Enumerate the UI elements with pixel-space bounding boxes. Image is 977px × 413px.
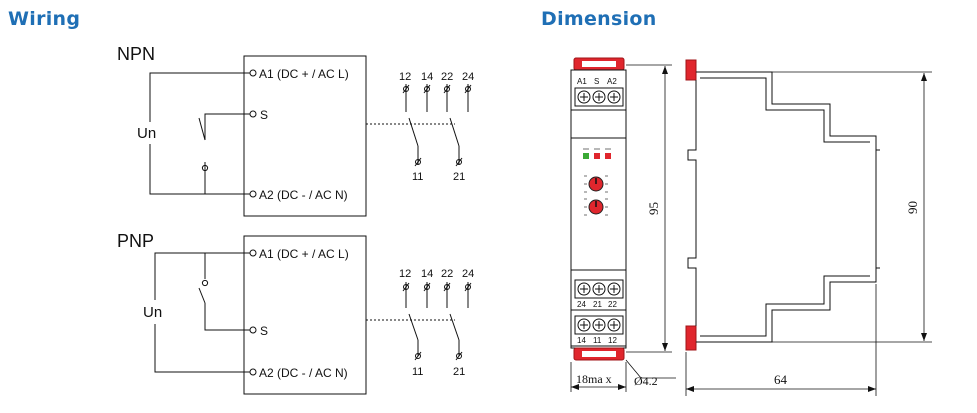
front-led-r2 (605, 153, 611, 159)
pnp-contact-label-24: 24 (462, 268, 474, 280)
npn-wiring-diagram: NPN Un A1 (DC + / AC L) S A2 (DC - / AC … (117, 44, 474, 217)
pnp-contact-blade-2 (449, 313, 460, 341)
npn-contact-label-22: 22 (441, 71, 453, 83)
npn-relay-box (243, 55, 367, 217)
front-top-clip-slot (582, 61, 616, 67)
front-label-a1: A1 (577, 77, 587, 86)
front-knob-scales (584, 175, 608, 216)
pnp-supply-wire-bottom (154, 324, 250, 373)
side-depth-dimension (685, 284, 877, 396)
dimension-heading: Dimension (541, 8, 657, 30)
npn-contact-blade-2 (449, 117, 460, 147)
npn-contact-blade-1 (408, 117, 419, 147)
front-height-value: 95 (646, 202, 661, 215)
pnp-label-a1: A1 (DC + / AC L) (259, 247, 349, 261)
pnp-supply-label: Un (143, 304, 162, 321)
pnp-relay-box (243, 235, 367, 395)
npn-contact-label-12: 12 (399, 71, 411, 83)
pnp-wiring-diagram: PNP Un A1 (DC + / AC L) S A2 (DC - / AC … (117, 231, 474, 395)
front-bottom-screws (574, 315, 624, 335)
pnp-terminal-a1 (249, 249, 257, 257)
pnp-switch-contact (201, 279, 209, 287)
front-led-un (583, 153, 589, 159)
front-bottom-clip-slot (582, 351, 616, 357)
pnp-contact-label-11: 11 (412, 366, 423, 378)
pnp-title: PNP (117, 231, 154, 251)
side-height-dimension (772, 71, 932, 343)
front-width-dimension (570, 359, 676, 392)
side-bottom-clip (685, 325, 697, 351)
side-depth-value: 64 (774, 372, 788, 387)
front-label-22: 22 (608, 300, 617, 309)
pnp-contact-label-14: 14 (421, 268, 433, 280)
front-label-a2: A2 (607, 77, 617, 86)
pnp-label-a2: A2 (DC - / AC N) (259, 366, 348, 380)
npn-sensor-switch (198, 117, 206, 141)
npn-contact-label-21: 21 (453, 171, 465, 183)
npn-label-a2: A2 (DC - / AC N) (259, 188, 348, 202)
pnp-sensor-switch (198, 287, 206, 304)
front-label-14: 14 (577, 336, 586, 345)
front-label-11: 11 (593, 336, 602, 345)
side-view-drawing (685, 59, 880, 351)
npn-switch-contact (201, 164, 209, 172)
front-label-12: 12 (608, 336, 617, 345)
front-mid-screws (574, 279, 624, 299)
pnp-contact-label-12: 12 (399, 268, 411, 280)
front-label-s: S (594, 77, 599, 86)
npn-contact-label-14: 14 (421, 71, 433, 83)
wiring-heading: Wiring (8, 8, 81, 30)
pnp-terminal-a2 (249, 368, 257, 376)
pnp-label-s: S (260, 324, 268, 338)
npn-terminal-s (249, 110, 257, 118)
pnp-contact-blade-1 (408, 313, 419, 341)
side-inner-bottom (700, 275, 870, 337)
side-height-value: 90 (905, 201, 920, 214)
npn-terminal-a2 (249, 190, 257, 198)
npn-screw-symbols (402, 84, 472, 167)
npn-terminal-a1 (249, 69, 257, 77)
npn-label-s: S (260, 108, 268, 122)
front-label-21: 21 (593, 300, 602, 309)
npn-contact-label-11: 11 (412, 171, 423, 183)
front-hole-value: Ø4.2 (634, 374, 658, 388)
side-top-clip (685, 59, 697, 81)
front-led-r1 (594, 153, 600, 159)
pnp-terminal-s (249, 326, 257, 334)
npn-title: NPN (117, 44, 155, 64)
side-body-outline (696, 71, 877, 343)
front-width-value: 18ma x (576, 372, 612, 386)
npn-supply-wire-bottom (149, 144, 250, 195)
npn-contact-label-24: 24 (462, 71, 474, 83)
pnp-contact-label-22: 22 (441, 268, 453, 280)
npn-supply-label: Un (137, 125, 156, 142)
pnp-sensor-wire-bottom (204, 303, 250, 331)
side-rail-profile (687, 80, 697, 326)
front-height-dimension (626, 64, 672, 353)
pnp-supply-wire-top (154, 252, 250, 300)
front-top-screws (574, 87, 624, 107)
npn-supply-wire-top (149, 72, 250, 122)
pnp-screw-symbols (402, 282, 472, 361)
side-inner-top (700, 77, 870, 143)
npn-sensor-wire-top (204, 113, 250, 140)
npn-label-a1: A1 (DC + / AC L) (259, 67, 349, 81)
front-view-drawing: A1 S A2 (570, 57, 627, 361)
pnp-contact-label-21: 21 (453, 366, 465, 378)
front-label-24: 24 (577, 300, 586, 309)
